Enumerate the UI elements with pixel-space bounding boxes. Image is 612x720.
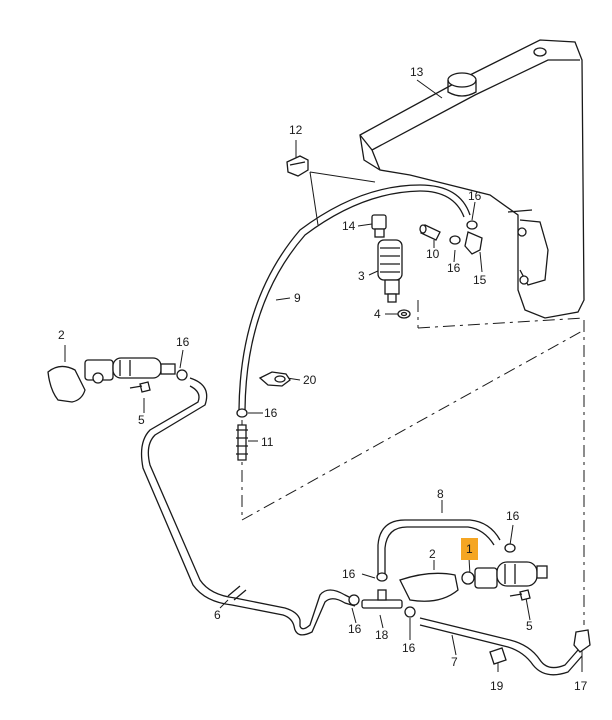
nozzle-cover-2-left [47,365,86,403]
hose-break-mark [227,585,247,601]
callout-20: 20 [303,373,317,387]
callout-16: 16 [264,406,278,420]
callout-16: 16 [506,509,520,523]
callout-1: 1 [466,542,473,556]
screw-5-left [129,381,151,393]
callout-2: 2 [429,547,436,561]
check-valve-17 [573,629,591,653]
clamp-16-lower [348,543,516,618]
washer-reservoir [359,39,585,319]
callout-18: 18 [375,628,389,642]
callout-16: 16 [468,189,482,203]
connector-14 [371,214,387,238]
callout-9: 9 [294,291,301,305]
callout-3: 3 [358,269,365,283]
washer-pump-3 [377,239,403,303]
clip-20 [258,371,291,387]
leader-lines [64,79,583,672]
hose-6 [140,377,356,636]
hose-9 [238,184,471,411]
nozzle-cover-2-right [399,572,459,602]
callout-16: 16 [176,335,190,349]
grommet-4 [397,309,411,319]
callout-5: 5 [526,619,533,633]
reference-lines [241,300,585,625]
callout-labels: 13 12 16 14 3 10 16 15 9 4 2 16 20 5 16 … [58,65,588,693]
callout-19: 19 [490,679,504,693]
hose-clip-12 [286,155,309,177]
callout-16: 16 [342,567,356,581]
hose-7 [419,617,583,676]
callout-1-highlight [461,538,478,560]
callout-2: 2 [58,328,65,342]
callout-17: 17 [574,679,588,693]
callout-5: 5 [138,413,145,427]
callout-6: 6 [214,608,221,622]
screw-5-right [509,589,531,601]
washer-nozzle-right [461,561,548,589]
callout-14: 14 [342,219,356,233]
callout-4: 4 [374,307,381,321]
callout-15: 15 [473,273,487,287]
callout-13: 13 [410,65,424,79]
clamp-16-left [176,369,248,418]
connector-18 [361,589,403,609]
callout-10: 10 [426,247,440,261]
elbow-15 [464,231,483,255]
bracket-19 [489,647,507,665]
callout-16: 16 [447,261,461,275]
clamp-16-tank [449,220,478,245]
washer-nozzle-left [84,357,176,384]
callout-8: 8 [437,487,444,501]
callout-12: 12 [289,123,303,137]
callout-16: 16 [402,641,416,655]
callout-16: 16 [348,622,362,636]
connector-11 [236,424,248,461]
callout-7: 7 [451,655,458,669]
hose-8 [377,519,501,575]
callout-11: 11 [261,435,274,449]
connector-10 [419,224,441,241]
